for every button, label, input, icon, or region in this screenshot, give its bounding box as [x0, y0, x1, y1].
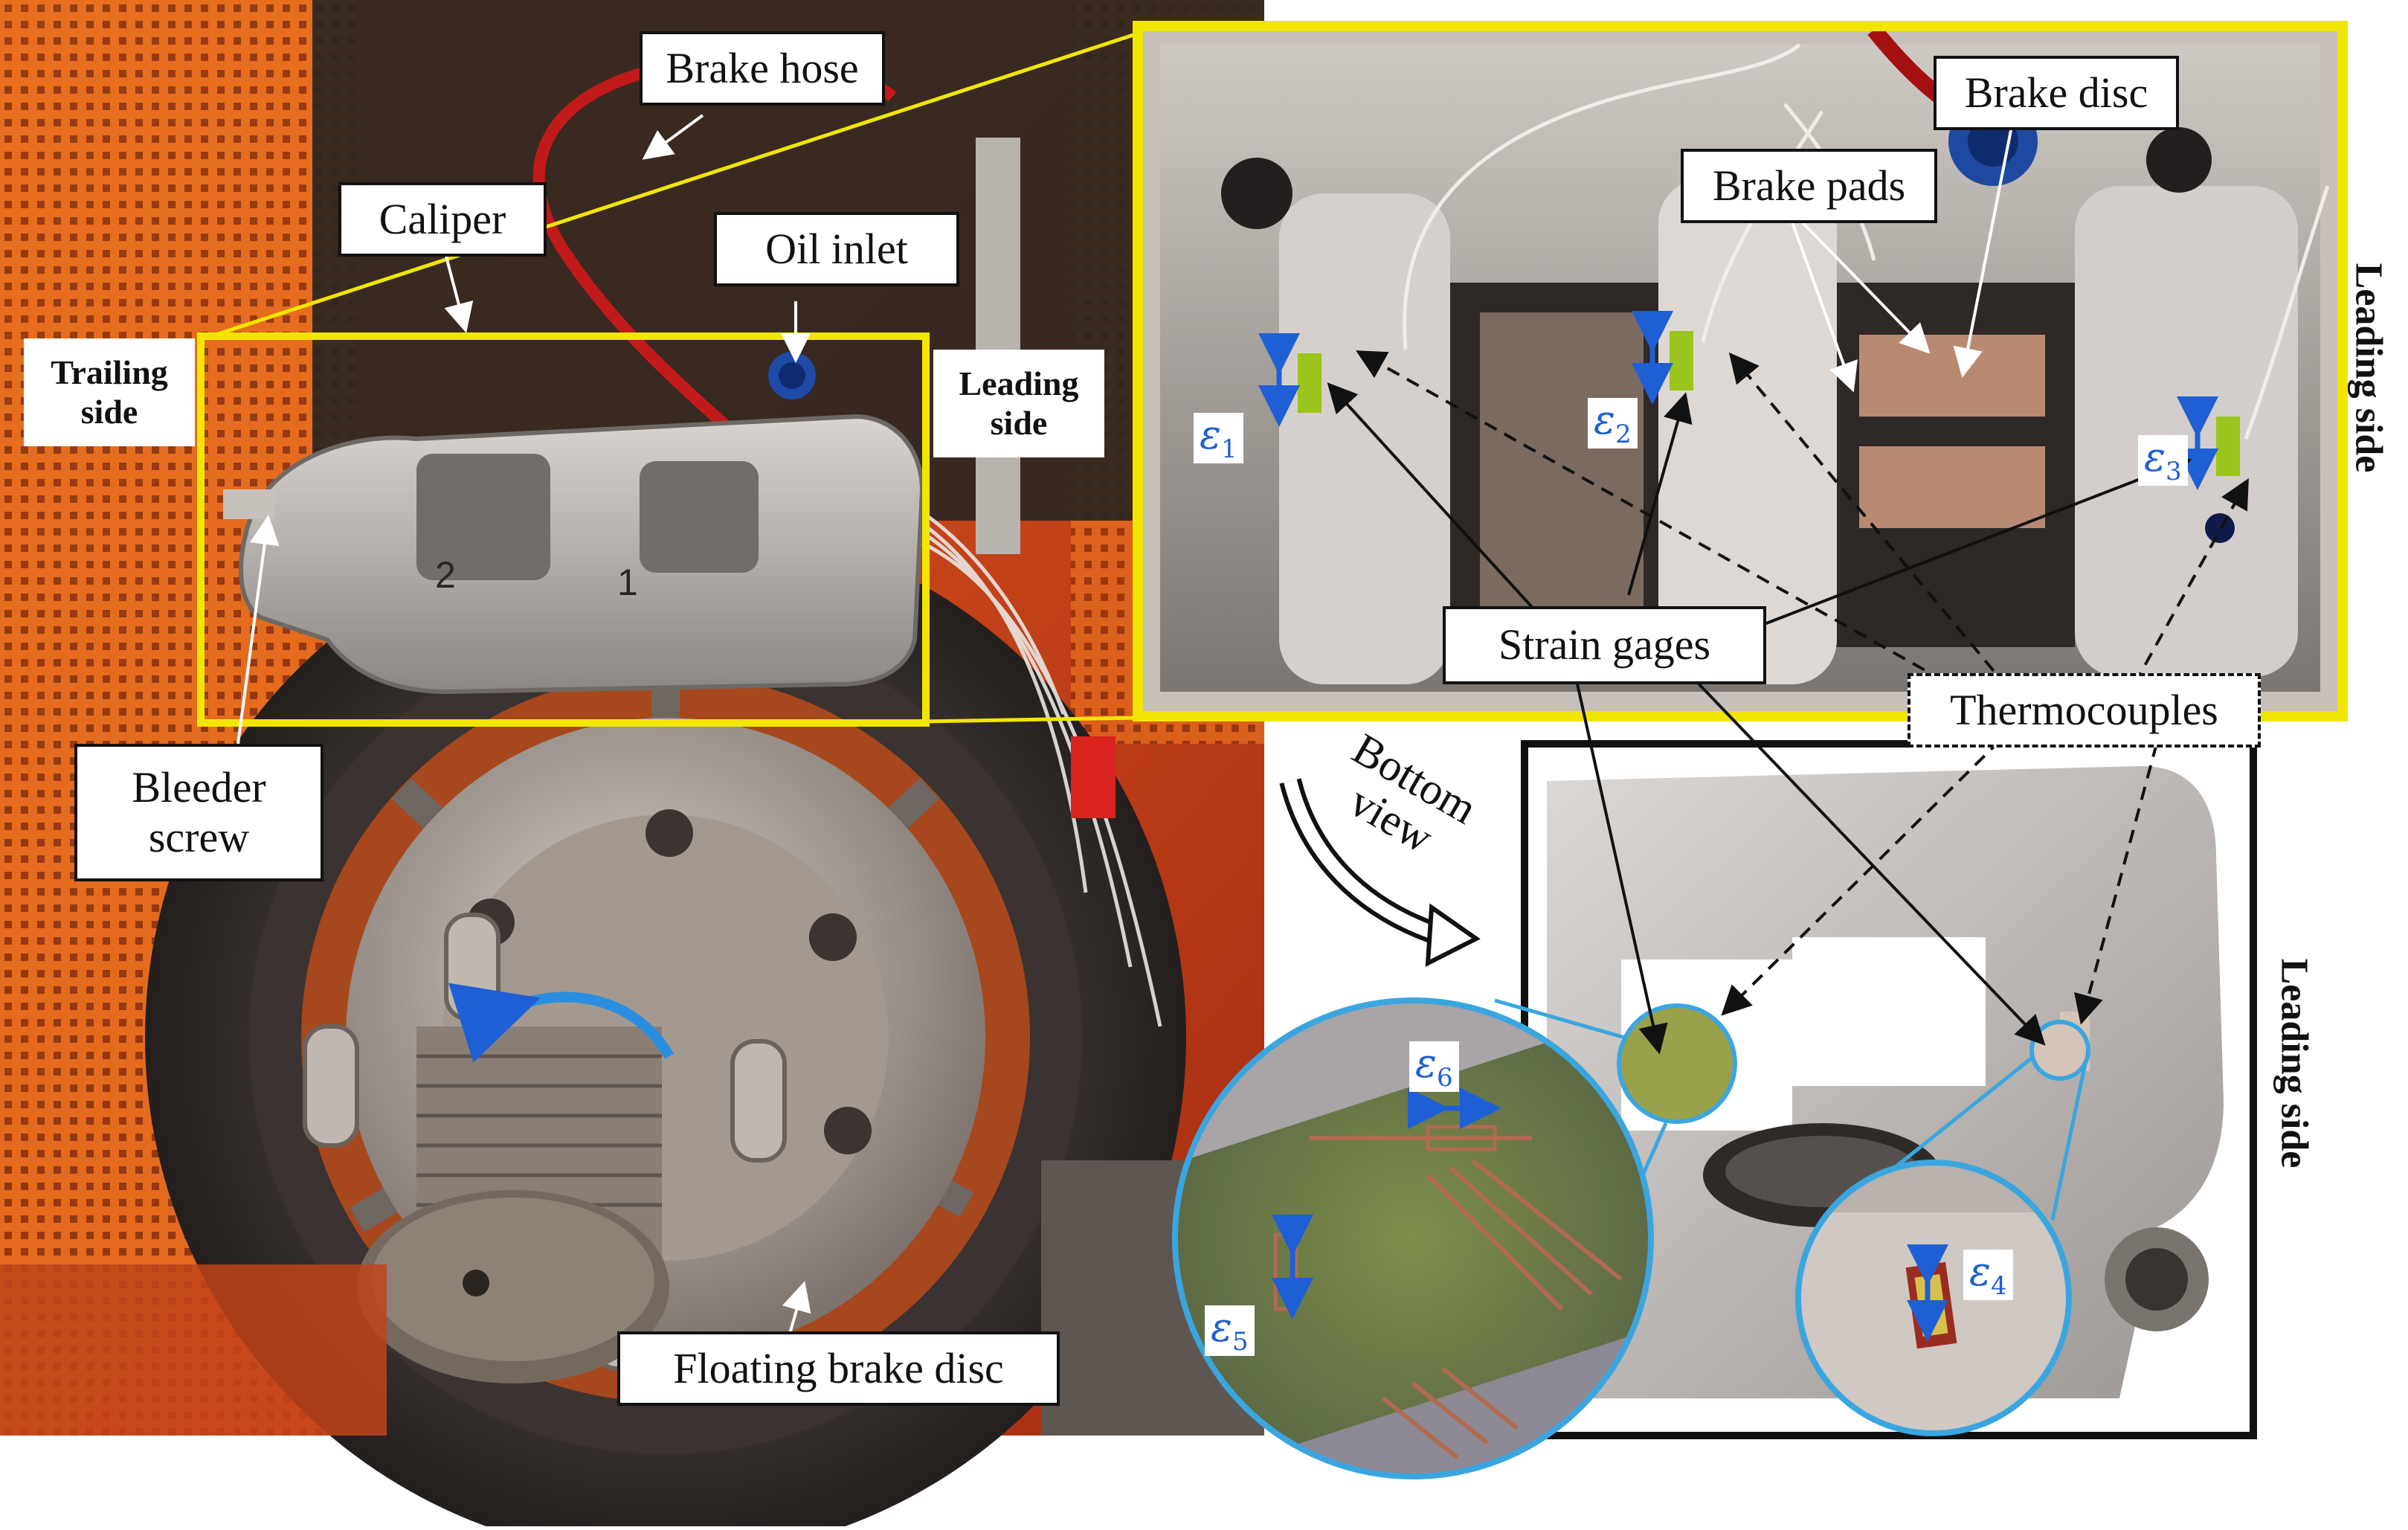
epsilon-symbol: ε: [1415, 1040, 1437, 1087]
label-floating-brake-disc: Floating brake disc: [617, 1331, 1060, 1406]
label-strain-gages: Strain gages: [1443, 606, 1766, 684]
svg-text:1: 1: [617, 562, 638, 603]
label-brake-hose: Brake hose: [640, 31, 885, 106]
strain-index: 3: [2165, 456, 2182, 486]
label-caliper: Caliper: [338, 182, 547, 257]
strain-index: 4: [1990, 1270, 2007, 1301]
caliper-bottom-view: [1172, 740, 2257, 1479]
label-oil-inlet: Oil inlet: [714, 212, 959, 286]
caliper-zoom-view: [1133, 21, 2348, 721]
label-leading-side-bottom: Leading side: [2273, 958, 2316, 1169]
label-brake-disc: Brake disc: [1934, 56, 2179, 130]
strain-label-e5: ε5: [1205, 1304, 1255, 1357]
epsilon-symbol: ε: [1211, 1304, 1232, 1351]
label-leading-side-left: Leading side: [933, 350, 1104, 457]
epsilon-symbol: ε: [1969, 1248, 1991, 1295]
strain-index: 1: [1220, 434, 1237, 464]
strain-index: 5: [1232, 1326, 1249, 1357]
strain-label-e3: ε3: [2138, 435, 2188, 486]
strain-label-e2: ε2: [1588, 398, 1638, 449]
strain-label-e6: ε6: [1409, 1040, 1459, 1093]
epsilon-symbol: ε: [2144, 434, 2166, 480]
label-brake-pads: Brake pads: [1681, 149, 1937, 223]
strain-label-e1: ε1: [1194, 411, 1243, 464]
svg-text:2: 2: [435, 554, 456, 596]
epsilon-symbol: ε: [1594, 396, 1615, 443]
strain-index: 6: [1436, 1062, 1453, 1093]
label-bleeder-screw: Bleeder screw: [74, 744, 323, 881]
strain-index: 2: [1615, 419, 1632, 449]
label-thermocouples: Thermocouples: [1908, 673, 2261, 748]
label-trailing-side: Trailing side: [24, 338, 195, 446]
strain-label-e4: ε4: [1963, 1248, 2013, 1301]
epsilon-symbol: ε: [1200, 411, 1221, 458]
label-leading-side-top: Leading side: [2347, 263, 2390, 473]
annotation-arrows: [236, 114, 2249, 1340]
